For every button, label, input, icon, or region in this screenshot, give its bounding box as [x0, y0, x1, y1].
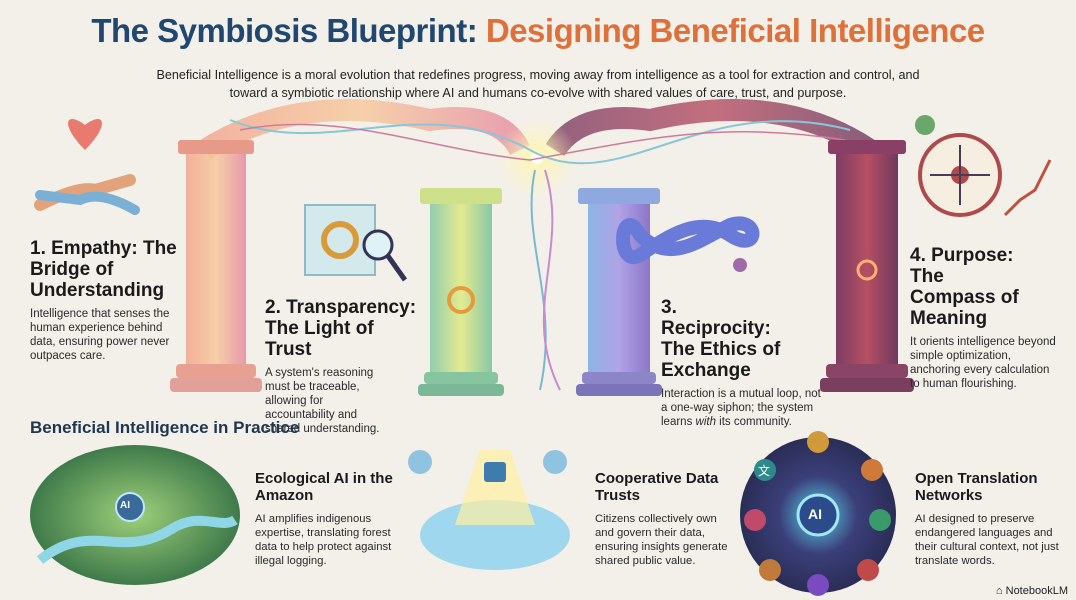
pillar-body: Intelligence that senses the human exper… — [30, 308, 170, 362]
title-part-1: The Symbiosis Blueprint: — [91, 12, 478, 49]
pillar-purpose — [820, 140, 914, 392]
practice-body: AI amplifies indigenous expertise, trans… — [255, 513, 392, 567]
pillar-reciprocity-text: 3. Reciprocity: The Ethics of Exchange I… — [661, 297, 821, 429]
pillar-body: A system's reasoning must be traceable, … — [265, 367, 380, 435]
practice-body: Citizens collectively own and govern the… — [595, 513, 728, 567]
pillar-empathy-text: 1. Empathy: The Bridge of Understanding … — [30, 238, 180, 363]
practice-heading: Beneficial Intelligence in Practice — [30, 418, 300, 437]
page-title: The Symbiosis Blueprint: Designing Benef… — [0, 12, 1076, 50]
pillar-reciprocity — [576, 188, 662, 396]
arch-right — [545, 99, 877, 160]
notebooklm-brand: ⌂ NotebookLM — [995, 585, 1068, 597]
subtitle: Beneficial Intelligence is a moral evolu… — [156, 68, 920, 100]
brand-label: NotebookLM — [1005, 585, 1068, 597]
pillar-transparency — [418, 188, 504, 396]
translation-network-illustration — [740, 431, 896, 596]
infinity-loop-icon — [616, 216, 760, 272]
practice-title: Cooperative Data Trusts — [595, 470, 719, 504]
amazon-forest-illustration — [30, 445, 240, 585]
practice-title: Open Translation Networks — [915, 470, 1038, 504]
practice-body: AI designed to preserve endangered langu… — [915, 513, 1059, 567]
language-glyph-icon: 文 — [758, 464, 771, 478]
practice-item-translation: Open Translation Networks AI designed to… — [915, 470, 1065, 568]
pillar-heading: 2. Transparency: The Light of Trust — [265, 297, 417, 360]
ai-badge-network: AI — [808, 506, 822, 522]
pillar-heading: 1. Empathy: The Bridge of Understanding — [30, 238, 177, 301]
practice-item-data-trusts: Cooperative Data Trusts Citizens collect… — [595, 470, 735, 568]
glass-cube-magnifier-icon — [304, 204, 408, 282]
pillar-body: It orients intelligence beyond simple op… — [910, 336, 1056, 390]
pillar-heading: 4. Purpose: The Compass of Meaning — [910, 245, 1019, 329]
arch-left — [199, 99, 530, 160]
title-part-2: Designing Beneficial Intelligence — [485, 12, 985, 49]
practice-title: Ecological AI in the Amazon — [255, 470, 393, 504]
body-text: its community. — [715, 416, 792, 428]
practice-item-ecological: Ecological AI in the Amazon AI amplifies… — [255, 470, 395, 568]
pillar-heading: 3. Reciprocity: The Ethics of Exchange — [661, 297, 781, 381]
ai-badge-forest: AI — [120, 500, 130, 511]
pillar-empathy — [170, 140, 262, 392]
handshake-heart-icon — [34, 119, 140, 215]
pillar-transparency-text: 2. Transparency: The Light of Trust A sy… — [265, 297, 425, 436]
data-trust-circle-illustration — [408, 450, 570, 570]
compass-icon — [915, 115, 1052, 217]
pillar-purpose-text: 4. Purpose: The Compass of Meaning It or… — [910, 245, 1060, 391]
body-emphasis: with — [695, 416, 716, 428]
pillar-body: Interaction is a mutual loop, not a one-… — [661, 387, 821, 429]
body-text: Interaction is a mutual loop, not a one-… — [661, 388, 821, 428]
